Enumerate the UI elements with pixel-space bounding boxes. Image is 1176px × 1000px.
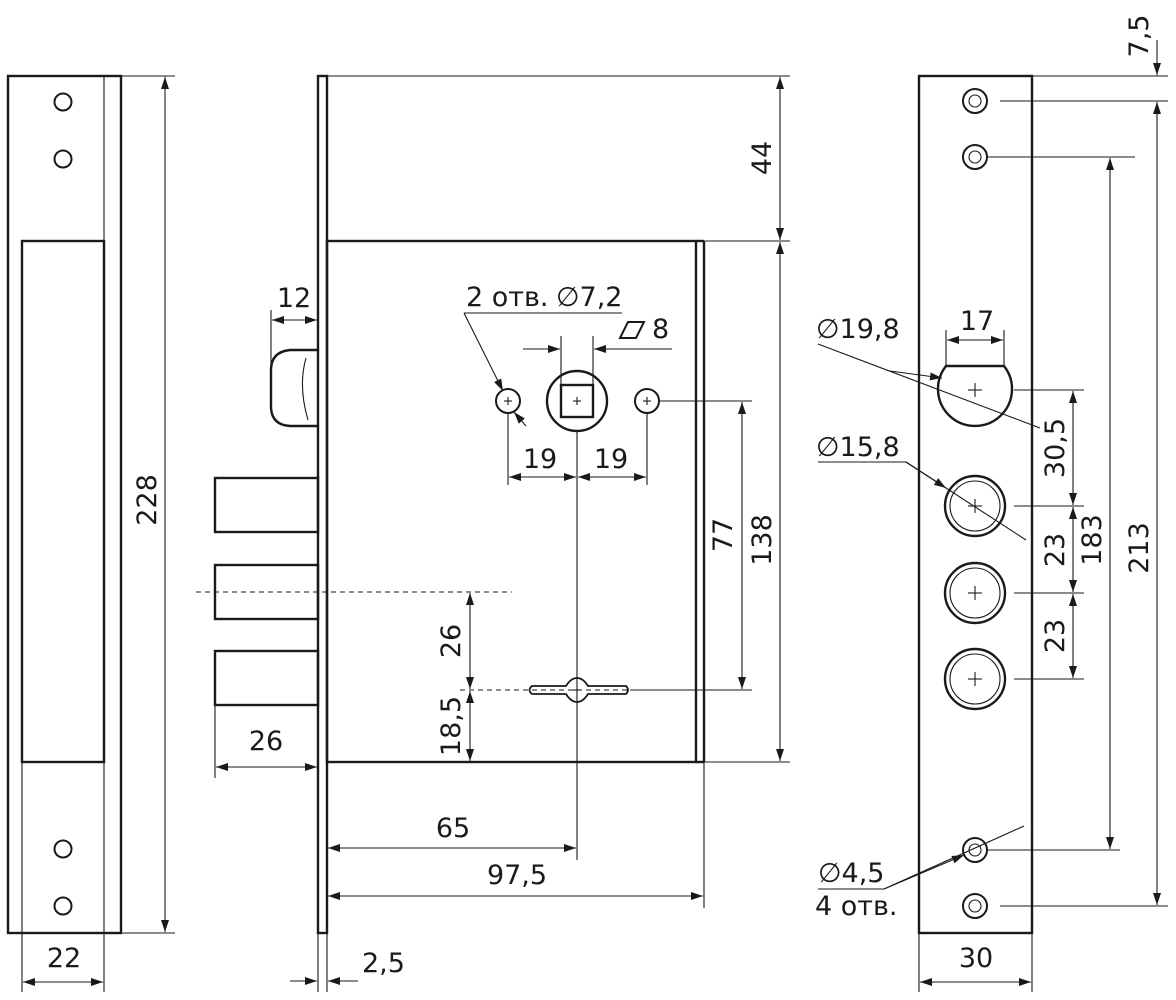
dim-backset-label: 65 <box>436 813 470 844</box>
bolt-opening <box>943 474 1007 538</box>
cyl-top-leader <box>817 343 1041 429</box>
dim-body-depth-label: 97,5 <box>487 860 547 891</box>
faceplate-screw-hole-inner <box>968 843 982 857</box>
square-symbol-icon <box>618 321 646 339</box>
bolt-opening <box>943 647 1007 711</box>
faceplate-screw-hole <box>962 88 988 114</box>
dim-bolt-throw-label: 26 <box>249 726 283 757</box>
dim-cyl-spacing-2-label: 23 <box>1040 533 1071 567</box>
dim-keyhole-offset-label: 18,5 <box>436 696 467 756</box>
faceplate-screw-hole-inner <box>968 94 982 108</box>
faceplate-screw-hole <box>962 893 988 919</box>
dim-strike-width-label: 22 <box>47 943 81 974</box>
dim-cyl-dia-label: ∅15,8 <box>816 432 900 463</box>
dim-faceplate-width-label: 30 <box>959 943 993 974</box>
cyl-top-leader <box>889 370 943 381</box>
faceplate-screw-hole <box>962 837 988 863</box>
holes-note-leader <box>463 312 504 392</box>
cyl-leader <box>905 461 947 489</box>
dead-bolt <box>213 649 320 707</box>
strike-plate-view: 228 22 <box>6 74 175 992</box>
dim-top-offset-label: 7,5 <box>1124 15 1155 58</box>
faceplate-screw-hole-inner <box>968 899 982 913</box>
holes-note-diameter: ∅7,2 <box>556 282 622 313</box>
dim-hole-spacing-right-label: 19 <box>594 444 628 475</box>
spindle-square <box>559 383 595 419</box>
strike-cutout <box>20 239 106 764</box>
strike-screw-hole <box>53 92 73 112</box>
holes-note-count: 2 отв. <box>466 282 549 313</box>
strike-screw-hole <box>53 896 73 916</box>
screw-leader <box>883 854 965 890</box>
faceplate-side <box>316 74 329 935</box>
faceplate-screw-hole-inner <box>968 150 982 164</box>
dim-cyl-top-width-label: 17 <box>960 306 994 337</box>
dead-bolt <box>213 476 320 534</box>
dim-strike-height-label: 228 <box>132 474 163 526</box>
holes-note-leader <box>513 411 527 427</box>
dead-bolt <box>213 563 320 621</box>
dim-faceplate-thickness-label: 2,5 <box>362 948 405 979</box>
strike-screw-hole <box>53 149 73 169</box>
latch-bolt <box>269 348 318 428</box>
dim-screw-dia-label: ∅4,5 <box>818 858 884 889</box>
dim-inner-fixings-label: 183 <box>1077 514 1108 566</box>
dim-hole-spacing-left-label: 19 <box>523 444 557 475</box>
dim-keyhole-to-spindle-label: 77 <box>708 518 739 552</box>
strike-plate <box>6 74 123 935</box>
dim-cyl-spacing-3-label: 23 <box>1040 619 1071 653</box>
bolt-opening <box>943 561 1007 625</box>
lock-body-view: 12 2 отв. ∅7,2 8 19 19 <box>196 74 790 992</box>
latch-bevel <box>301 357 309 421</box>
dim-backset-top-label: 44 <box>747 141 778 175</box>
dim-bolt-spacing-label: 26 <box>436 624 467 658</box>
dim-outer-fixings-label: 213 <box>1124 522 1155 574</box>
dim-spindle-square-label: 8 <box>652 314 669 345</box>
dim-cyl-spacing-1-label: 30,5 <box>1040 418 1071 478</box>
faceplate-front <box>917 74 1034 935</box>
dim-cyl-top-dia-label: ∅19,8 <box>816 314 900 345</box>
faceplate-front-view: 17 ∅19,8 ∅15,8 30,5 23 23 183 213 <box>815 15 1168 992</box>
bolt-opening-inner <box>949 567 1001 619</box>
strike-screw-hole <box>53 839 73 859</box>
dim-screw-count-label: 4 отв. <box>815 891 898 922</box>
dim-body-height-label: 138 <box>747 514 778 566</box>
bolt-opening-inner <box>949 480 1001 532</box>
faceplate-screw-hole <box>962 144 988 170</box>
dim-latch-offset-label: 12 <box>277 283 311 314</box>
lock-case <box>325 239 698 764</box>
keyhole <box>528 677 629 703</box>
bolt-opening-inner <box>949 653 1001 705</box>
